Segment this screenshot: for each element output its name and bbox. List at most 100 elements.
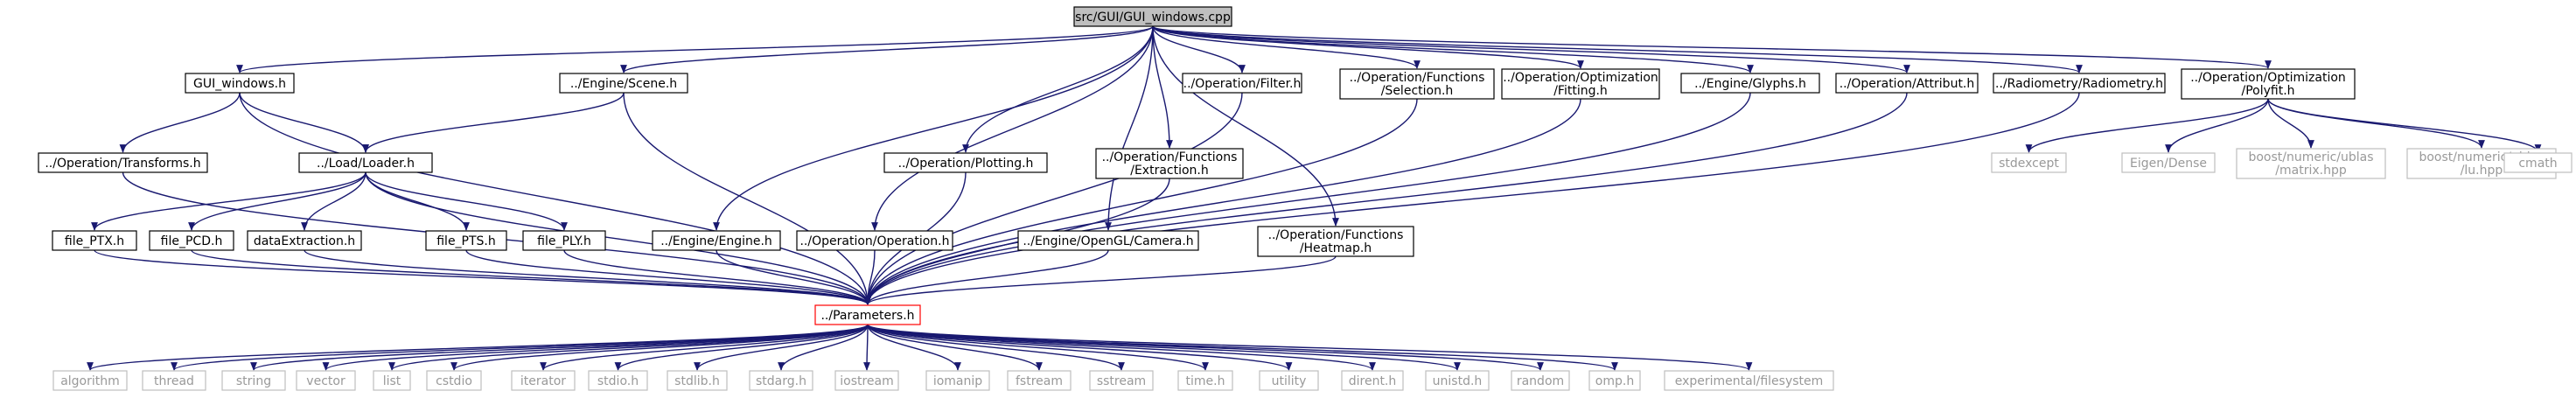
node-file_pcd[interactable]: file_PCD.h xyxy=(149,230,234,251)
node-box-filter xyxy=(1182,73,1302,94)
node-label-file_pcd: file_PCD.h xyxy=(161,234,223,248)
node-scene[interactable]: ../Engine/Scene.h xyxy=(559,73,688,94)
node-polyfit[interactable]: ../Operation/Optimization/Polyfit.h xyxy=(2181,68,2356,100)
node-label-fitting-line2: /Fitting.h xyxy=(1553,84,1608,98)
edge-polyfit-to-stdexcept xyxy=(2025,98,2269,153)
node-label-file_pts: file_PTS.h xyxy=(436,234,496,248)
node-attribut[interactable]: ../Operation/Attribut.h xyxy=(1835,73,1979,94)
node-box-file_pcd xyxy=(149,230,234,251)
node-label-matrix-line1: boost/numeric/ublas xyxy=(2248,150,2373,164)
node-eigen: Eigen/Dense xyxy=(2121,152,2216,173)
node-box-engine xyxy=(652,230,781,251)
node-box-matrix xyxy=(2236,148,2386,179)
node-label-loader: ../Load/Loader.h xyxy=(317,157,415,171)
node-iterator: iterator xyxy=(511,370,576,391)
node-label-operation: ../Operation/Operation.h xyxy=(799,234,949,248)
node-radiometry[interactable]: ../Radiometry/Radiometry.h xyxy=(1993,73,2166,94)
node-file_ptx[interactable]: file_PTX.h xyxy=(52,230,137,251)
node-label-stdio: stdio.h xyxy=(597,374,639,388)
node-stdarg: stdarg.h xyxy=(749,370,813,391)
node-extraction[interactable]: ../Operation/Functions/Extraction.h xyxy=(1095,148,1244,179)
node-operation[interactable]: ../Operation/Operation.h xyxy=(796,230,953,251)
node-camera[interactable]: ../Engine/OpenGL/Camera.h xyxy=(1017,230,1199,251)
node-label-polyfit-line2: /Polyfit.h xyxy=(2241,84,2294,98)
node-heatmap[interactable]: ../Operation/Functions/Heatmap.h xyxy=(1257,226,1414,257)
node-gui_h[interactable]: GUI_windows.h xyxy=(185,73,295,94)
node-loader[interactable]: ../Load/Loader.h xyxy=(298,152,433,173)
node-label-heatmap-line2: /Heatmap.h xyxy=(1300,241,1372,255)
node-time: time.h xyxy=(1177,370,1233,391)
node-box-gui_h xyxy=(185,73,295,94)
node-list: list xyxy=(373,370,411,391)
node-label-iomanip: iomanip xyxy=(933,374,982,388)
node-label-string: string xyxy=(236,374,271,388)
node-box-file_ply xyxy=(522,230,606,251)
node-file_ply[interactable]: file_PLY.h xyxy=(522,230,606,251)
edge-polyfit-to-matrix xyxy=(2267,98,2314,149)
node-root[interactable]: src/GUI/GUI_windows.cpp xyxy=(1073,6,1232,27)
node-label-iostream: iostream xyxy=(840,374,894,388)
node-engine[interactable]: ../Engine/Engine.h xyxy=(652,230,781,251)
edge-root-to-attribut xyxy=(1152,25,1910,73)
node-dataextraction[interactable]: dataExtraction.h xyxy=(247,230,362,251)
edge-parameters-to-stdarg xyxy=(778,324,869,371)
edge-parameters-to-unistd xyxy=(867,324,1461,371)
node-filter[interactable]: ../Operation/Filter.h xyxy=(1182,73,1302,94)
edge-parameters-to-stdio xyxy=(614,324,869,371)
node-label-cmath: cmath xyxy=(2518,157,2557,171)
node-glyphs[interactable]: ../Engine/Glyphs.h xyxy=(1680,73,1820,94)
edge-parameters-to-random xyxy=(867,324,1544,371)
node-iostream: iostream xyxy=(834,370,899,391)
edge-root-to-polyfit xyxy=(1152,25,2272,69)
edge-loader-to-dataextraction xyxy=(301,171,367,231)
edge-parameters-to-string xyxy=(250,324,869,371)
node-box-iterator xyxy=(511,370,576,391)
edge-root-to-radiometry xyxy=(1152,25,2083,73)
node-algorithm: algorithm xyxy=(52,370,128,391)
node-omp: omp.h xyxy=(1588,370,1641,391)
node-label-plotting: ../Operation/Plotting.h xyxy=(898,157,1034,171)
edge-parameters-to-dirent xyxy=(867,324,1376,371)
node-label-selection-line1: ../Operation/Functions xyxy=(1350,71,1485,85)
node-sstream: sstream xyxy=(1089,370,1154,391)
node-label-file_ply: file_PLY.h xyxy=(537,234,591,248)
node-label-filesystem: experimental/filesystem xyxy=(1675,374,1824,388)
edge-root-to-extraction xyxy=(1152,25,1173,149)
node-transforms[interactable]: ../Operation/Transforms.h xyxy=(38,152,208,173)
edge-root-to-plotting xyxy=(962,25,1154,153)
node-label-filter: ../Operation/Filter.h xyxy=(1183,77,1302,91)
node-box-random xyxy=(1511,370,1570,391)
node-box-heatmap xyxy=(1257,226,1414,257)
node-label-selection-line2: /Selection.h xyxy=(1381,84,1454,98)
node-box-plotting xyxy=(883,152,1048,173)
node-parameters[interactable]: ../Parameters.h xyxy=(814,304,921,325)
node-selection[interactable]: ../Operation/Functions/Selection.h xyxy=(1339,68,1495,100)
node-label-scene: ../Engine/Scene.h xyxy=(570,77,677,91)
edge-radiometry-to-parameters xyxy=(864,92,2080,305)
edge-parameters-to-filesystem xyxy=(867,324,1753,371)
node-box-cstdio xyxy=(426,370,482,391)
node-box-string xyxy=(221,370,286,391)
node-label-engine: ../Engine/Engine.h xyxy=(660,234,772,248)
node-label-dataextraction: dataExtraction.h xyxy=(254,234,355,248)
edge-heatmap-to-parameters xyxy=(864,255,1337,305)
node-box-stdarg xyxy=(749,370,813,391)
edge-selection-to-parameters xyxy=(864,98,1418,305)
node-label-fstream: fstream xyxy=(1016,374,1063,388)
edge-loader-to-file_ply xyxy=(365,171,568,231)
edge-loader-to-parameters xyxy=(365,171,871,305)
edge-root-to-engine xyxy=(713,25,1154,231)
node-stdexcept: stdexcept xyxy=(1991,152,2067,173)
edge-parameters-to-iterator xyxy=(540,324,869,371)
node-box-iomanip xyxy=(925,370,990,391)
node-stdlib: stdlib.h xyxy=(667,370,728,391)
edge-parameters-to-fstream xyxy=(867,324,1043,371)
node-label-fitting-line1: ../Operation/Optimization xyxy=(1503,71,1658,85)
node-plotting[interactable]: ../Operation/Plotting.h xyxy=(883,152,1048,173)
node-fitting[interactable]: ../Operation/Optimization/Fitting.h xyxy=(1501,68,1660,100)
node-file_pts[interactable]: file_PTS.h xyxy=(425,230,507,251)
edge-gui_h-to-transforms xyxy=(119,92,241,153)
edge-parameters-to-utility xyxy=(867,324,1293,371)
node-box-stdlib xyxy=(667,370,728,391)
